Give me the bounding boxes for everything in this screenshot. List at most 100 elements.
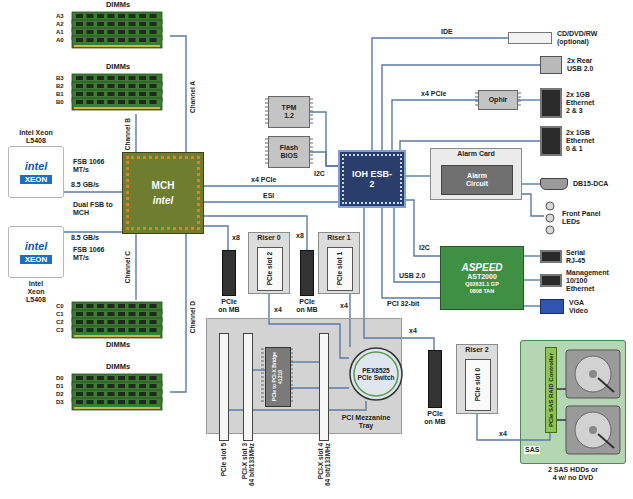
- text-holder: DIMMs: [66, 341, 170, 350]
- memory-controller: MCHintel: [122, 152, 204, 234]
- expansion-slot: PCIe slot 5: [219, 333, 229, 441]
- node-text: Riser 2: [465, 346, 488, 354]
- chip-pin: [261, 397, 264, 398]
- node-text: PCIe Switch: [357, 374, 394, 381]
- bus-label: x4 PCIe: [250, 176, 277, 184]
- node-text: 0808 TAN: [470, 288, 495, 294]
- text-holder: Alarm Card: [431, 150, 521, 158]
- bus-line: [406, 175, 430, 176]
- led-symbol: [546, 202, 554, 234]
- chip-pin: [261, 401, 264, 402]
- chip: Ophir: [478, 90, 518, 110]
- chip-pin: [261, 381, 264, 382]
- optical-drive: CD/DVD/RW (optional): [508, 32, 552, 44]
- sas-cable: [556, 388, 566, 390]
- expansion-slot: PCI-X slot 364 bit/133MHz: [243, 333, 253, 441]
- chip: Flash BIOS: [268, 136, 310, 168]
- note-label: D0: [55, 375, 65, 382]
- bus-label: x4: [339, 302, 349, 310]
- node-text: intel: [25, 160, 48, 173]
- text-holder: PCI-X slot 464 bit/133MHz: [317, 443, 332, 486]
- pcie-slot: PCIe slot 0: [465, 359, 491, 411]
- pcie-switch: PEX8525PCIe Switch: [349, 347, 403, 401]
- chip-pin: [310, 107, 313, 108]
- bus-label: Channel B: [124, 117, 131, 151]
- text-holder: 2x Rear USB 2.0: [567, 57, 597, 73]
- chip-pin: [310, 155, 313, 156]
- note-label: A0: [55, 37, 65, 44]
- db15-connector: DB15-DCA: [540, 178, 568, 190]
- bus-label: x4: [408, 327, 418, 335]
- text-holder: PCIe on MB: [217, 298, 241, 314]
- text-holder: CD/DVD/RW (optional): [557, 30, 603, 46]
- chip-pin: [518, 93, 521, 94]
- chip-pin: [261, 353, 264, 354]
- node-text: Front Panel LEDs: [562, 210, 606, 226]
- bus-label: x8: [295, 232, 305, 240]
- pcie-slot: PCIe on MB: [300, 250, 314, 296]
- node-text: PCIe slot 2: [266, 252, 273, 285]
- hdd-bay-fill: [520, 340, 626, 464]
- dimm-stick: [72, 36, 162, 48]
- chip: TPM 1.2: [268, 96, 310, 128]
- bus-label: I2C: [418, 244, 431, 252]
- bus-line: [394, 208, 440, 282]
- text-holder: PCIe slot 5: [220, 443, 227, 476]
- cpu-chip: Intel Xeon L5408intelXEON: [8, 146, 64, 198]
- node-text: Q02631.1 GP: [465, 281, 499, 287]
- note-label: FSB 1066 MT/s: [72, 246, 118, 262]
- node-text: PCIe slot 1: [336, 252, 343, 285]
- bus-label: I2C: [313, 170, 326, 178]
- pcie-slot: PCIe slot 2: [257, 247, 283, 291]
- chip-pin: [518, 105, 521, 106]
- bus-line: [382, 65, 540, 150]
- pcie-slot: PCIe slot 1: [327, 247, 353, 291]
- chip-pin: [310, 139, 313, 140]
- riser-card: PCIe slot 1 Riser 1: [318, 232, 360, 294]
- io-hub: IOH ESB-2: [338, 150, 406, 208]
- text-holder: DB15-DCA: [573, 180, 623, 188]
- note-label: C3: [55, 327, 65, 334]
- node-text: XEON: [20, 255, 53, 264]
- chip-pin: [310, 103, 313, 104]
- text-holder: intelXEON: [9, 147, 63, 197]
- ethernet-port: 2x 1GB Ethernet 2 & 3: [540, 88, 562, 118]
- text-holder: Serial RJ-45: [566, 248, 596, 264]
- node-text: 41210: [278, 370, 284, 384]
- bus-label: 8.5 GB/s: [70, 181, 100, 189]
- node-text: DB15-DCA: [573, 180, 623, 188]
- pcie-slot: PCIe on MB: [222, 250, 236, 296]
- text-holder: PCIe slot 2: [258, 248, 282, 290]
- note-label: FSB 1066 MT/s: [72, 158, 118, 174]
- node-text: PCI Mezzanine Tray: [335, 414, 397, 430]
- port-icon: Serial RJ-45: [540, 250, 562, 263]
- chip-pin: [261, 373, 264, 374]
- note-label: D2: [55, 391, 65, 398]
- bus-label: ESI: [262, 192, 275, 200]
- bus-line: [291, 361, 319, 362]
- dimm-bank: DIMMs: [66, 362, 170, 414]
- bus-line: [170, 234, 186, 392]
- text-holder: Riser 0: [249, 234, 289, 242]
- node-text: MCH: [152, 180, 175, 192]
- bridge-chip: PCIe to PCI-X Bridge41210: [265, 347, 291, 407]
- note-label: SAS: [524, 446, 540, 454]
- sas-cable: [556, 419, 566, 421]
- node-text: Intel Xeon L5408: [11, 129, 61, 145]
- hard-disk: [566, 406, 620, 454]
- text-holder: Riser 2: [457, 346, 497, 354]
- text-holder: IOH ESB-2: [340, 152, 404, 206]
- chip-pin: [310, 163, 313, 164]
- dimm-bank: DIMMs: [66, 300, 170, 350]
- node-text: Serial RJ-45: [566, 248, 596, 264]
- dimm-bank: DIMMs: [66, 62, 170, 114]
- chip-pin: [261, 357, 264, 358]
- node-text: DIMMs: [106, 363, 130, 372]
- text-holder: Intel Xeon L5408: [23, 280, 50, 304]
- node-text: Riser 1: [327, 234, 350, 242]
- bus-line: [392, 100, 478, 150]
- text-holder: Flash BIOS: [269, 137, 309, 167]
- node-text: DIMMs: [106, 1, 130, 10]
- note-label: A1: [55, 29, 65, 36]
- usb-port: 2x Rear USB 2.0: [540, 56, 562, 74]
